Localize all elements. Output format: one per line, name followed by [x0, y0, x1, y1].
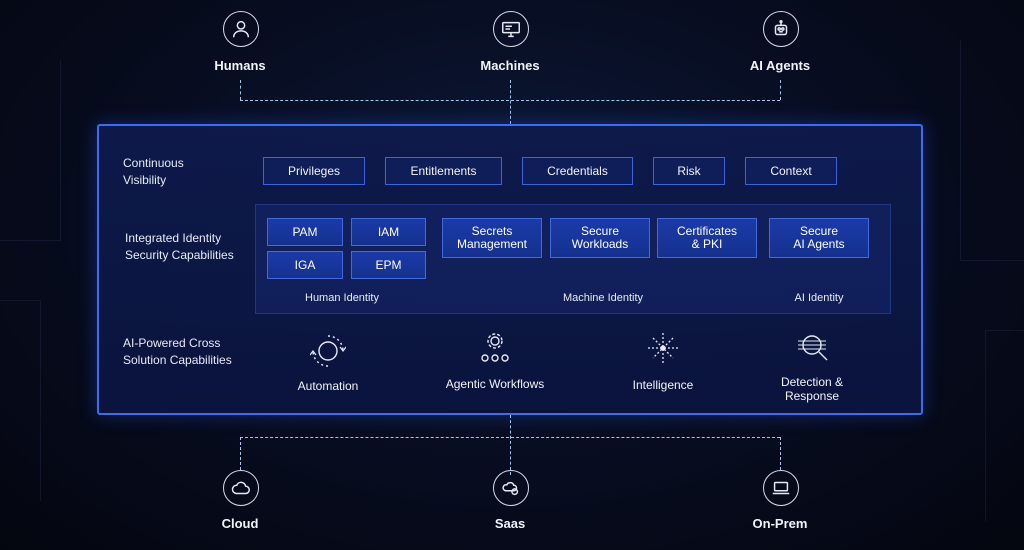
machines-label: Machines [480, 58, 540, 73]
detection-response-label: Detection & Response [780, 375, 844, 403]
automation-icon [310, 335, 346, 367]
laptop-icon [772, 481, 790, 495]
cloud-label: Cloud [221, 516, 259, 531]
visibility-context: Context [745, 157, 837, 185]
background-line [0, 300, 41, 501]
machines-node-icon [493, 11, 529, 47]
connector-line [240, 437, 241, 470]
ai-agents-label: AI Agents [749, 58, 811, 73]
visibility-risk: Risk [653, 157, 725, 185]
group-label-ai-identity: AI Identity [794, 292, 844, 304]
automation-label: Automation [297, 379, 359, 393]
connector-line [240, 80, 241, 100]
capability-secure-ai-agents: Secure AI Agents [769, 218, 869, 258]
cloud-node-icon [223, 470, 259, 506]
capability-certificates-pki: Certificates & PKI [657, 218, 757, 258]
humans-label: Humans [214, 58, 266, 73]
saas-node-icon [493, 470, 529, 506]
connector-line [780, 437, 781, 470]
row-label-visibility: Continuous Visibility [123, 156, 184, 187]
humans-node-icon [223, 11, 259, 47]
connector-line [510, 80, 511, 124]
intelligence-label: Intelligence [632, 378, 694, 392]
connector-line [240, 437, 780, 438]
intelligence-icon [648, 333, 678, 363]
visibility-privileges: Privileges [263, 157, 365, 185]
row-label-integrated: Integrated Identity Security Capabilitie… [125, 231, 234, 262]
on-prem-node-icon [763, 470, 799, 506]
background-line [0, 60, 61, 241]
user-icon [232, 20, 250, 38]
group-label-machine-identity: Machine Identity [562, 292, 644, 304]
saas-label: Saas [494, 516, 526, 531]
monitor-icon [502, 21, 520, 38]
row-label-ai-powered: AI-Powered Cross Solution Capabilities [123, 336, 232, 367]
group-label-human-identity: Human Identity [305, 292, 379, 304]
visibility-credentials: Credentials [522, 157, 633, 185]
connector-line [780, 80, 781, 100]
background-line [985, 330, 1024, 521]
capability-iga: IGA [267, 251, 343, 279]
capability-pam: PAM [267, 218, 343, 246]
cloud-icon [231, 481, 250, 495]
visibility-entitlements: Entitlements [385, 157, 502, 185]
saas-icon [502, 481, 519, 496]
ai-agents-node-icon [763, 11, 799, 47]
capability-secure-workloads: Secure Workloads [550, 218, 650, 258]
agentic-workflows-label: Agentic Workflows [445, 377, 545, 391]
connector-line [510, 415, 511, 475]
capability-secrets-management: Secrets Management [442, 218, 542, 258]
workflow-gear-icon [481, 333, 509, 362]
on-prem-label: On-Prem [752, 516, 808, 531]
background-line [960, 40, 1024, 261]
connector-line [240, 100, 780, 101]
capability-epm: EPM [351, 251, 426, 279]
capability-iam: IAM [351, 218, 426, 246]
robot-icon [774, 20, 788, 36]
detection-search-icon [798, 335, 828, 361]
